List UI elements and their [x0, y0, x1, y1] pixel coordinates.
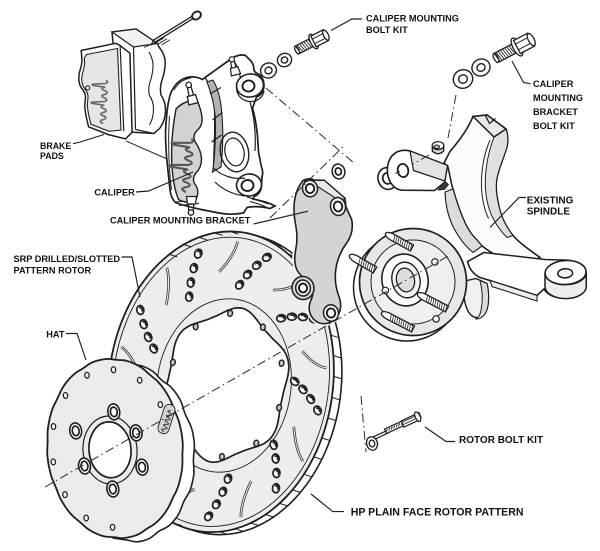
svg-text:CALIPER MOUNTING: CALIPER MOUNTING: [366, 13, 459, 23]
svg-text:ROTOR BOLT KIT: ROTOR BOLT KIT: [459, 435, 543, 446]
svg-text:BOLT KIT: BOLT KIT: [533, 121, 575, 131]
svg-text:BOLT KIT: BOLT KIT: [366, 25, 408, 35]
svg-text:BRACKET: BRACKET: [533, 107, 578, 117]
svg-text:SPINDLE: SPINDLE: [527, 206, 571, 217]
svg-text:HAT: HAT: [46, 330, 65, 340]
svg-text:SRP DRILLED/SLOTTED: SRP DRILLED/SLOTTED: [14, 254, 121, 264]
svg-text:CALIPER: CALIPER: [94, 187, 135, 197]
svg-text:EXISTING: EXISTING: [527, 195, 574, 206]
svg-text:HP PLAIN FACE ROTOR PATTERN: HP PLAIN FACE ROTOR PATTERN: [351, 507, 524, 519]
svg-text:PATTERN ROTOR: PATTERN ROTOR: [14, 265, 92, 275]
svg-text:MOUNTING: MOUNTING: [533, 93, 583, 103]
svg-text:CALIPER: CALIPER: [533, 79, 574, 89]
svg-text:PADS: PADS: [40, 151, 64, 161]
svg-text:BRAKE: BRAKE: [40, 141, 71, 151]
svg-text:CALIPER MOUNTING BRACKET: CALIPER MOUNTING BRACKET: [110, 215, 251, 225]
